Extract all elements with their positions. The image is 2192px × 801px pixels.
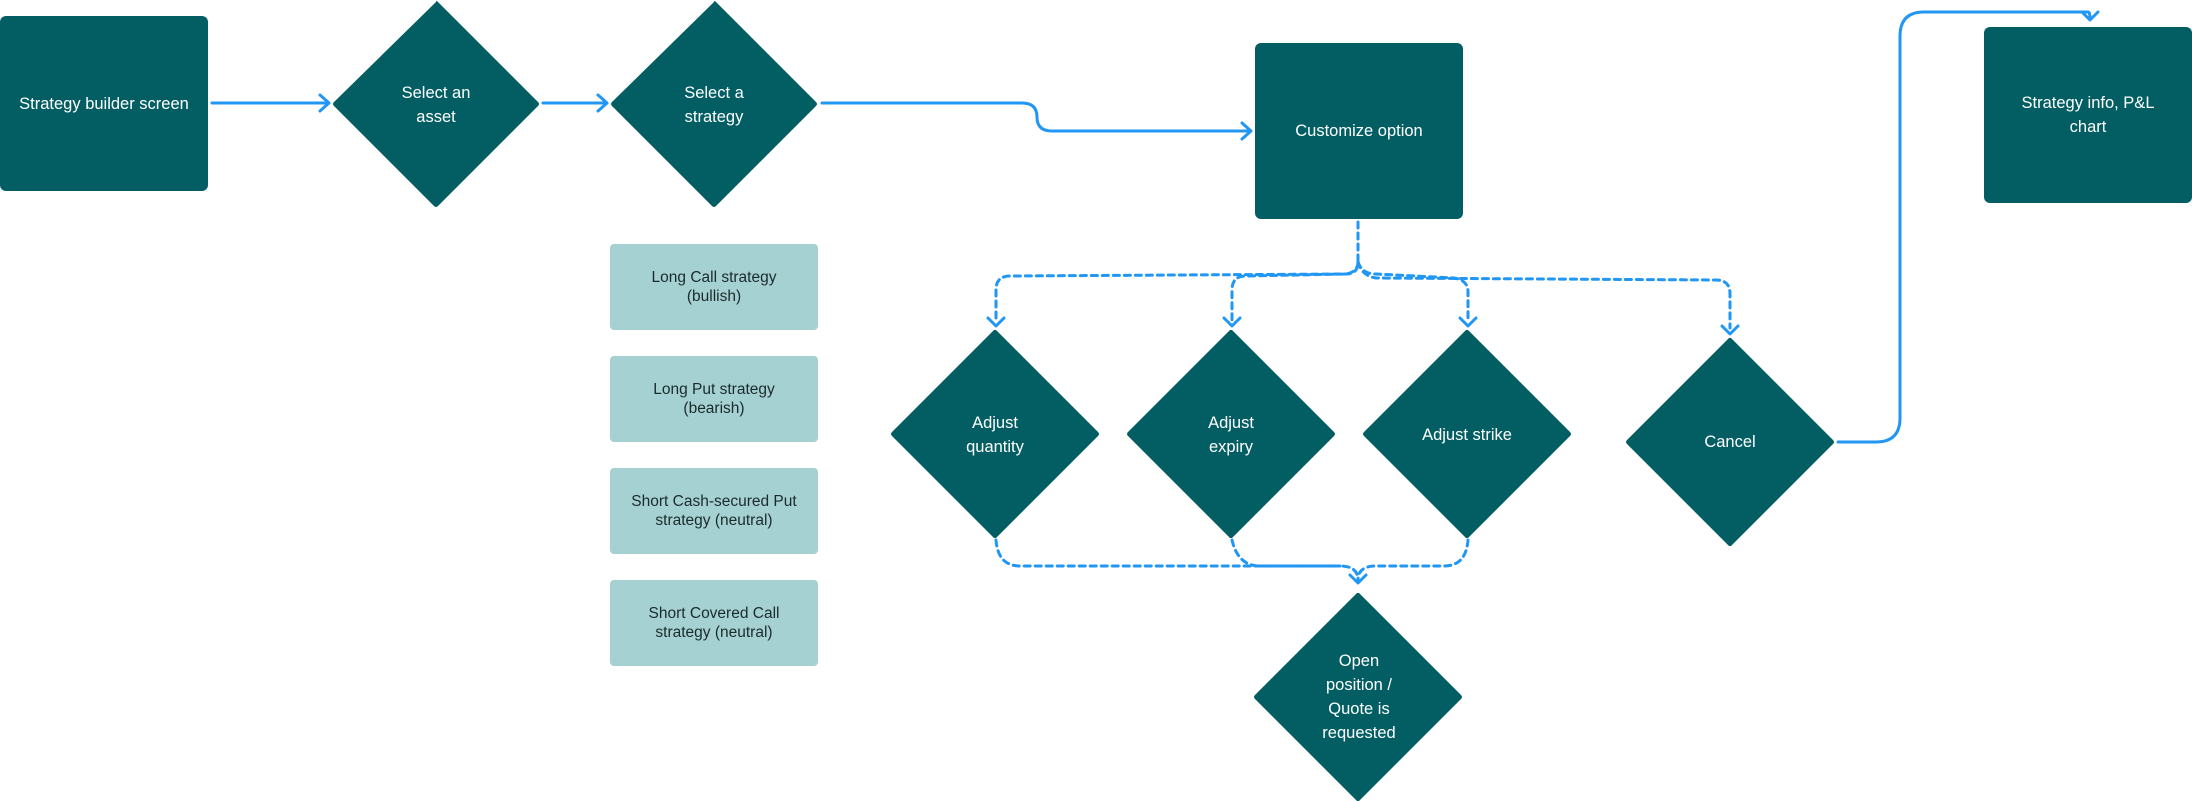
connector-strike-to-open <box>1356 538 1470 582</box>
connector-customize-branches <box>994 220 1360 322</box>
node-select-asset <box>333 1 539 207</box>
connector-expiry-to-open <box>1230 538 1342 568</box>
option-box-covered-call <box>610 580 818 666</box>
arrowhead-info <box>2080 10 2100 22</box>
node-cancel <box>1626 338 1834 546</box>
option-box-long-call <box>610 244 818 330</box>
connector-cancel-to-info <box>1836 10 2092 444</box>
connector-customize-to-cancel <box>1356 260 1732 330</box>
arrowhead-open-position <box>1348 573 1368 585</box>
node-strategy-info <box>1984 27 2192 203</box>
connectors <box>210 10 2100 585</box>
arrowhead-cancel <box>1720 324 1740 336</box>
node-open-position <box>1254 593 1462 801</box>
connector-strategy-to-customize <box>820 101 1252 133</box>
node-adjust-quantity <box>891 330 1099 538</box>
arrowhead-expiry <box>1222 316 1242 328</box>
connector-customize-to-strike <box>1356 260 1470 322</box>
strategy-options <box>610 244 818 666</box>
node-strategy-builder <box>0 16 208 191</box>
option-box-long-put <box>610 356 818 442</box>
arrowhead-strategy <box>596 93 609 113</box>
node-customize-option <box>1255 43 1463 219</box>
arrowhead-strike <box>1458 316 1478 328</box>
node-select-strategy <box>611 1 817 207</box>
connector-customize-to-expiry <box>1230 260 1360 322</box>
arrowhead-asset <box>318 93 331 113</box>
arrowhead-customize <box>1240 121 1253 141</box>
arrowhead-quantity <box>986 316 1006 328</box>
connector-quantity-to-open <box>994 538 1360 582</box>
node-adjust-strike <box>1363 330 1571 538</box>
option-box-short-put <box>610 468 818 554</box>
node-adjust-expiry <box>1127 330 1335 538</box>
